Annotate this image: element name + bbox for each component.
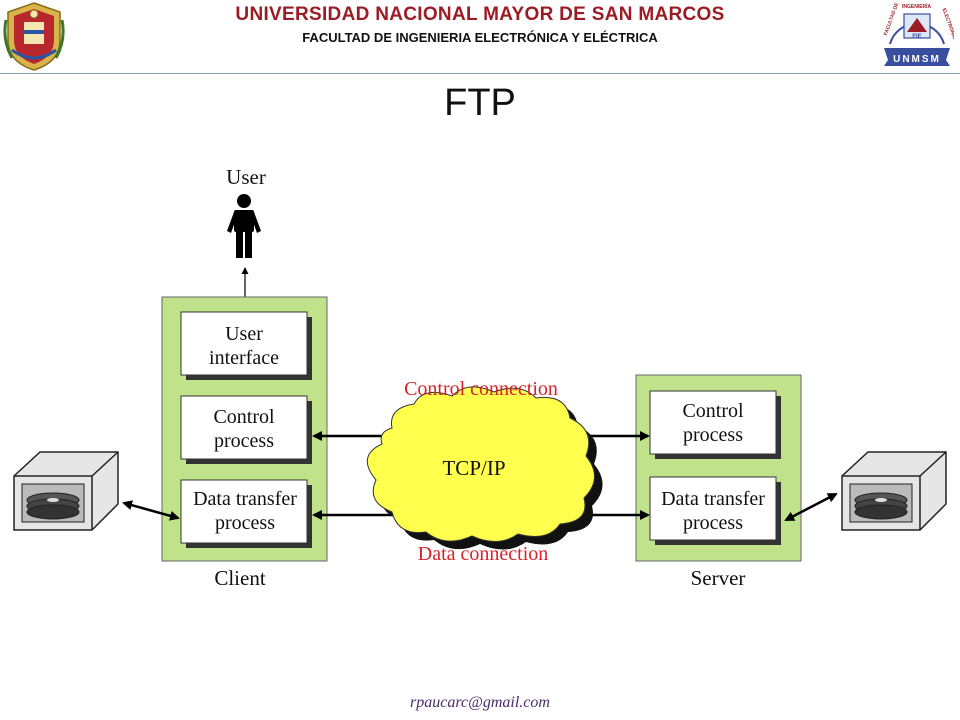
header-divider bbox=[0, 73, 960, 74]
server-data-transfer-label-2: process bbox=[683, 512, 743, 534]
cloud-label: TCP/IP bbox=[442, 456, 505, 480]
client-disk-drive-icon bbox=[13, 451, 119, 531]
server-control-label-2: process bbox=[683, 424, 743, 446]
server-disk-drive-icon bbox=[841, 451, 947, 531]
data-connection-label: Data connection bbox=[418, 543, 549, 565]
university-title: UNIVERSIDAD NACIONAL MAYOR DE SAN MARCOS bbox=[235, 4, 725, 25]
client-data-transfer-label-1: Data transfer bbox=[193, 488, 297, 510]
client-user-interface-box: User interface bbox=[180, 311, 312, 380]
footer-email: rpaucarc@gmail.com bbox=[410, 694, 550, 711]
client-data-transfer-label-2: process bbox=[215, 512, 275, 534]
faculty-title: FACULTAD DE INGENIERIA ELECTRÓNICA Y ELÉ… bbox=[302, 30, 658, 45]
logo-badge-text: FIE bbox=[912, 34, 921, 40]
server-control-label-1: Control bbox=[682, 400, 744, 422]
client-control-label-1: Control bbox=[213, 406, 275, 428]
client-user-interface-label-2: interface bbox=[209, 347, 279, 369]
client-label: Client bbox=[214, 566, 265, 590]
server-data-transfer-label-1: Data transfer bbox=[661, 488, 765, 510]
control-connection-label: Control connection bbox=[404, 378, 558, 400]
logo-banner-text: UNMSM bbox=[893, 54, 941, 65]
client-data-transfer-box: Data transfer process bbox=[180, 479, 312, 548]
user-label: User bbox=[226, 165, 266, 189]
server-control-process-box: Control process bbox=[649, 390, 781, 459]
logo-arc-text-top: INGENIERÍA bbox=[902, 2, 932, 10]
university-crest-logo bbox=[2, 0, 66, 72]
server-disk-arrow bbox=[784, 492, 838, 522]
server-data-transfer-box: Data transfer process bbox=[649, 476, 781, 545]
client-user-interface-label-1: User bbox=[225, 323, 263, 345]
slide-title: FTP bbox=[444, 82, 516, 124]
client-control-label-2: process bbox=[214, 430, 274, 452]
server-label: Server bbox=[691, 566, 746, 590]
client-control-process-box: Control process bbox=[180, 395, 312, 464]
user-person-icon bbox=[227, 194, 261, 258]
tcpip-cloud: TCP/IP bbox=[366, 386, 603, 550]
client-disk-arrow bbox=[122, 500, 180, 521]
